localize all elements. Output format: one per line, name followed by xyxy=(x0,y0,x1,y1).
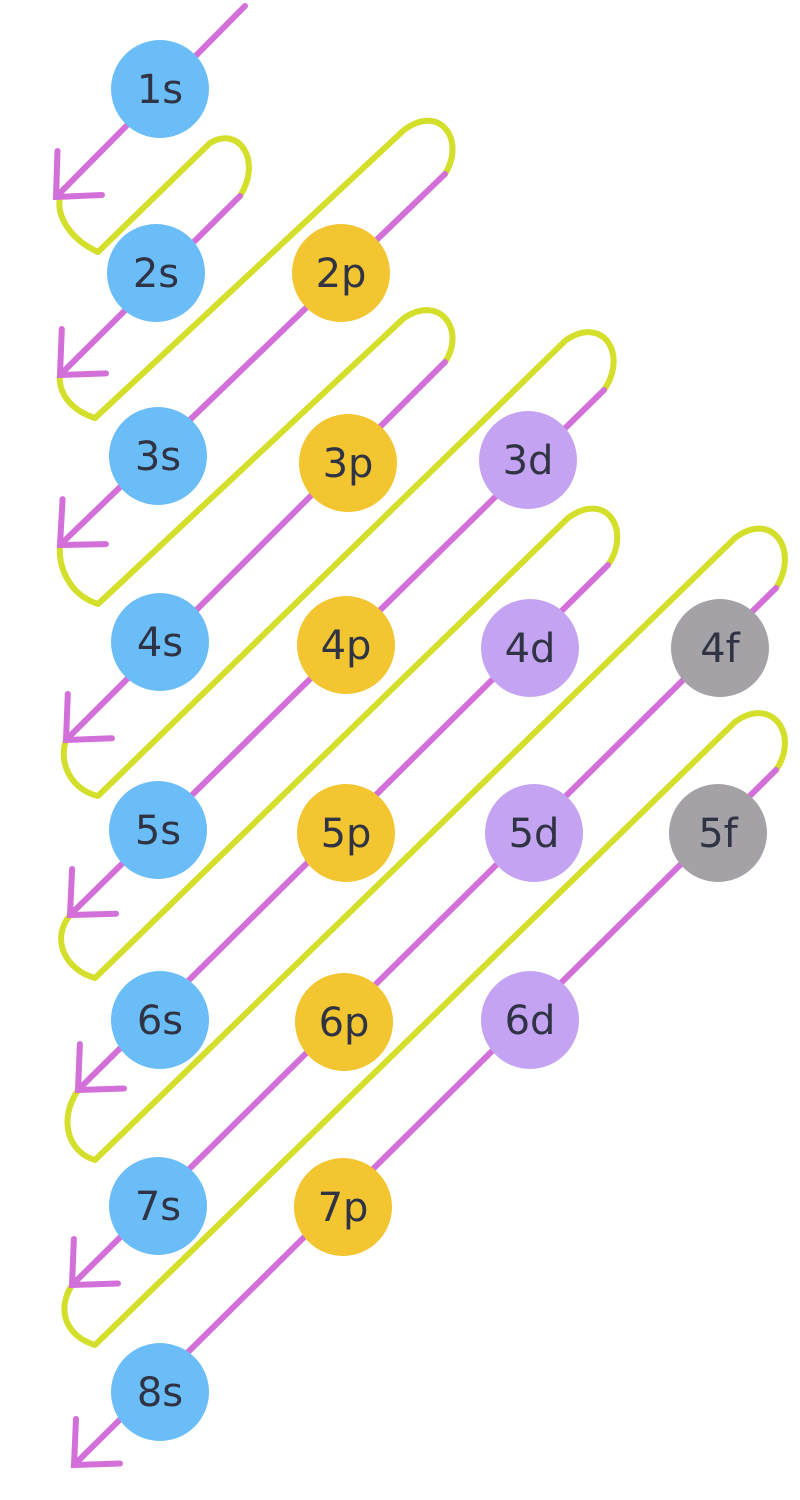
connector-loop-5 xyxy=(58,505,621,981)
orbital-label: 6d xyxy=(505,998,556,1044)
orbital-label: 4s xyxy=(137,620,183,666)
orbital-label: 5d xyxy=(509,811,560,857)
orbital-label: 6s xyxy=(137,998,183,1044)
orbital-circle xyxy=(111,971,209,1069)
orbital-4p: 4p xyxy=(297,596,395,694)
orbital-circle xyxy=(109,1157,207,1255)
orbital-circle xyxy=(299,414,397,512)
arrow-head-1 xyxy=(52,148,105,201)
orbital-label: 4p xyxy=(321,623,372,669)
orbital-circle xyxy=(109,407,207,505)
orbital-7s: 7s xyxy=(109,1157,207,1255)
connector-loop-2 xyxy=(56,117,456,421)
orbital-5s: 5s xyxy=(109,781,207,879)
arrow-head-7 xyxy=(68,1236,121,1289)
orbital-6d: 6d xyxy=(481,971,579,1069)
arrow-head-2 xyxy=(56,326,109,379)
orbital-circle xyxy=(485,784,583,882)
orbital-5f: 5f xyxy=(669,784,767,882)
orbital-circle xyxy=(294,1158,392,1256)
orbital-6s: 6s xyxy=(111,971,209,1069)
orbital-circle xyxy=(479,411,577,509)
orbital-circle xyxy=(297,784,395,882)
orbital-1s: 1s xyxy=(111,40,209,138)
orbital-label: 3s xyxy=(135,434,181,480)
orbital-label: 2p xyxy=(316,251,367,297)
orbital-label: 6p xyxy=(319,1000,370,1046)
orbital-5d: 5d xyxy=(485,784,583,882)
orbital-circle xyxy=(481,599,579,697)
arrow-head-8 xyxy=(70,1416,123,1469)
orbital-7p: 7p xyxy=(294,1158,392,1256)
diagonal-line-8 xyxy=(71,767,779,1468)
connector-loop-4 xyxy=(60,329,617,799)
orbital-3d: 3d xyxy=(479,411,577,509)
orbital-label: 7p xyxy=(318,1185,369,1231)
connector-loop-6 xyxy=(64,525,788,1163)
orbital-6p: 6p xyxy=(295,973,393,1071)
orbital-3p: 3p xyxy=(299,414,397,512)
orbital-3s: 3s xyxy=(109,407,207,505)
orbital-5p: 5p xyxy=(297,784,395,882)
orbital-2p: 2p xyxy=(292,224,390,322)
orbital-4f: 4f xyxy=(671,599,769,697)
orbital-4d: 4d xyxy=(481,599,579,697)
orbital-circle xyxy=(111,1343,209,1441)
orbital-label: 3d xyxy=(503,438,554,484)
orbital-circle xyxy=(111,593,209,691)
orbital-circle xyxy=(107,224,205,322)
orbital-label: 4d xyxy=(505,626,556,672)
arrow-head-4 xyxy=(62,691,115,744)
diagonal-line-4 xyxy=(63,359,448,743)
orbital-2s: 2s xyxy=(107,224,205,322)
orbital-label: 7s xyxy=(135,1184,181,1230)
orbital-circle xyxy=(481,971,579,1069)
orbital-label: 8s xyxy=(137,1370,183,1416)
orbital-circle xyxy=(671,599,769,697)
orbital-label: 5p xyxy=(321,811,372,857)
orbital-circles: 1s 2s 2p 3s 3p 3d 4s 4p 4d 4f 5s 5p 5d 5f 6s 6p 6d 7s 7p 8s xyxy=(107,40,769,1441)
orbital-circle xyxy=(109,781,207,879)
orbital-circle xyxy=(669,784,767,882)
orbital-label: 5s xyxy=(135,808,181,854)
connector-loops xyxy=(56,117,788,1348)
orbital-circle xyxy=(295,973,393,1071)
orbital-label: 4f xyxy=(700,626,740,672)
orbital-label: 1s xyxy=(137,67,183,113)
arrow-head-3 xyxy=(56,496,109,549)
orbital-label: 5f xyxy=(698,811,738,857)
orbital-circle xyxy=(292,224,390,322)
arrow-head-6 xyxy=(74,1041,127,1094)
connector-loop-1 xyxy=(56,135,252,255)
orbital-circle xyxy=(297,596,395,694)
connector-loop-7 xyxy=(61,710,788,1348)
orbital-label: 2s xyxy=(133,251,179,297)
arrow-head-5 xyxy=(66,866,119,919)
orbital-4s: 4s xyxy=(111,593,209,691)
orbital-label: 3p xyxy=(323,441,374,487)
connector-loop-3 xyxy=(56,307,456,607)
orbital-circle xyxy=(111,40,209,138)
orbital-8s: 8s xyxy=(111,1343,209,1441)
